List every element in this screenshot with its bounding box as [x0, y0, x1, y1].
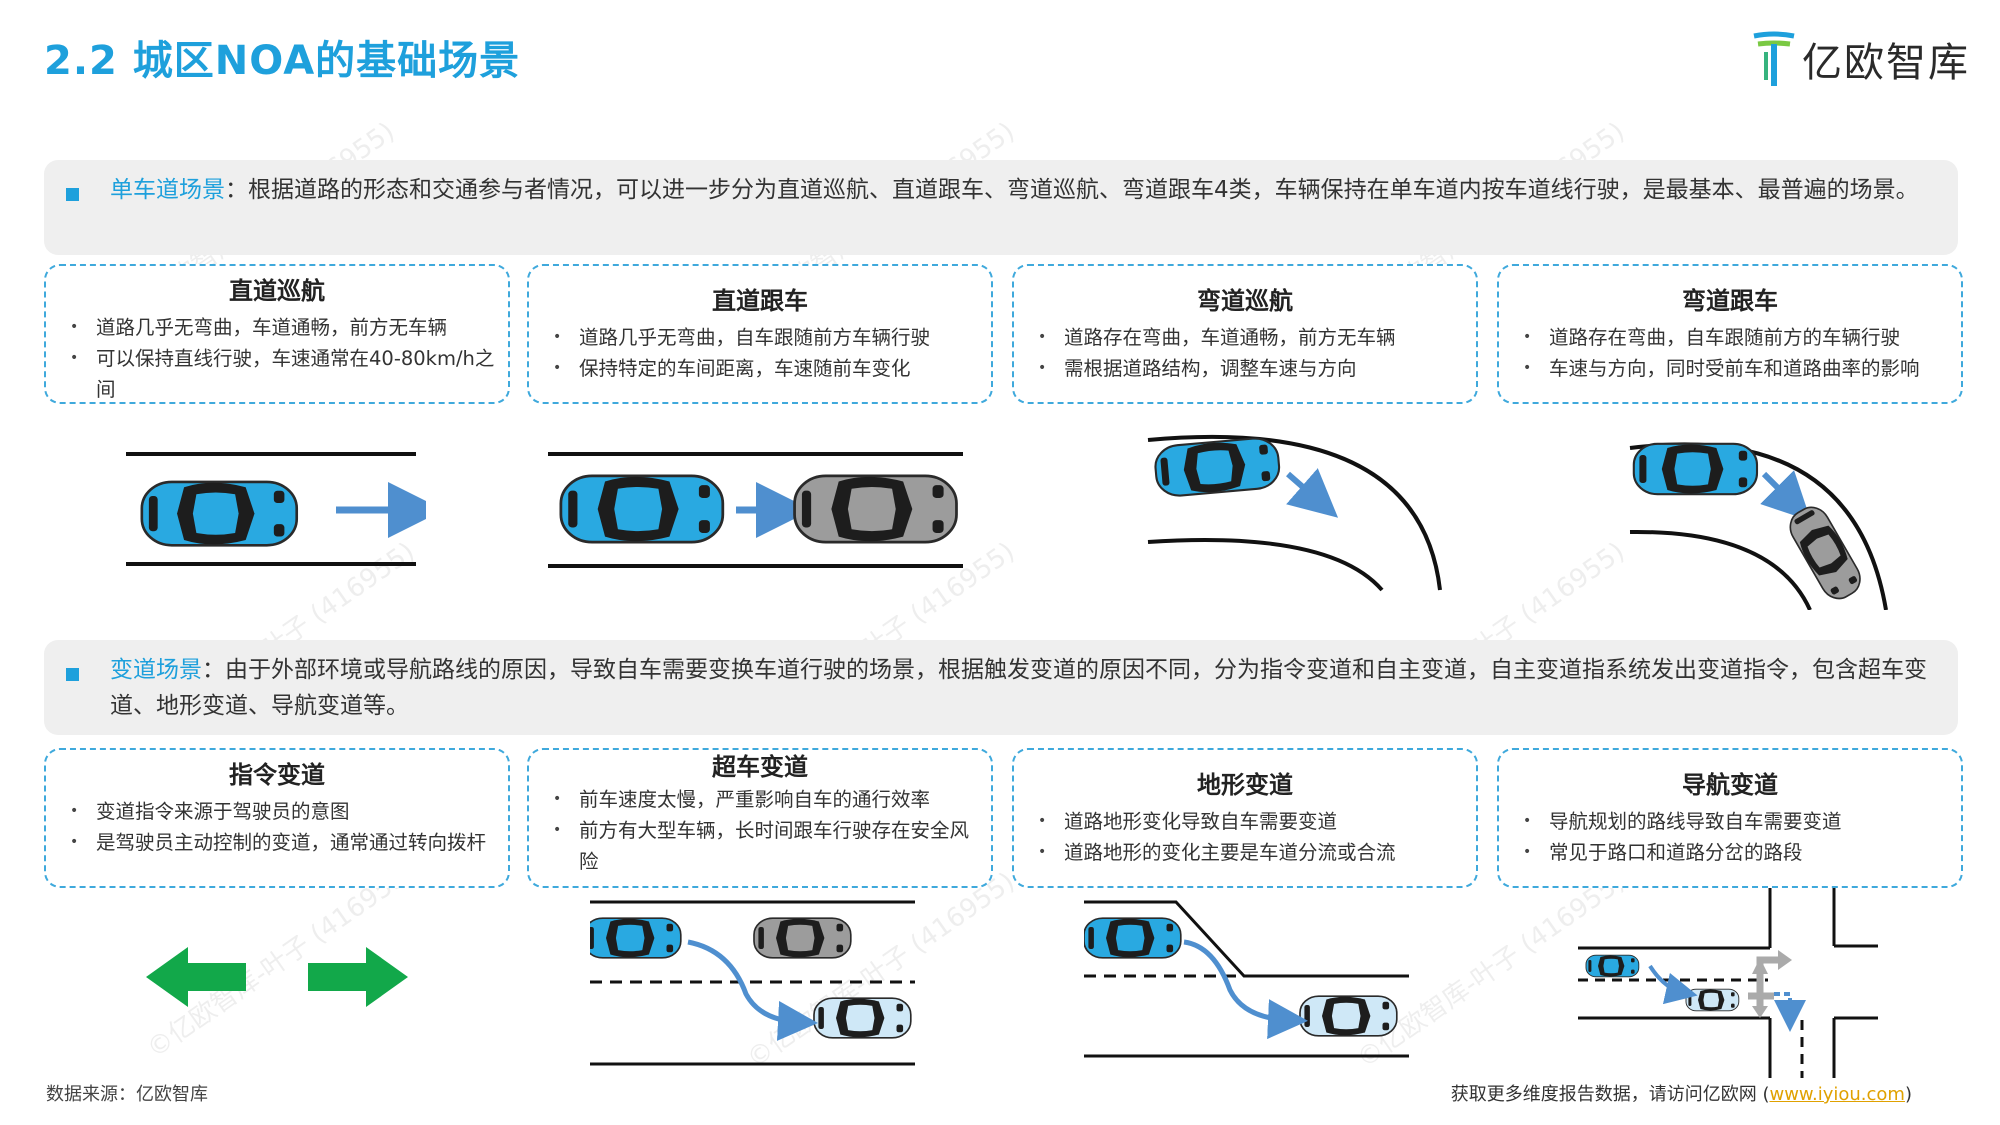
bullet-item: 道路几乎无弯曲，车道通畅，前方无车辆	[70, 312, 496, 343]
bullet-item: 车速与方向，同时受前车和道路曲率的影响	[1523, 353, 1949, 384]
card-title: 弯道巡航	[1197, 287, 1293, 315]
navigation-change-illustration	[1578, 888, 1878, 1078]
command-change-illustration	[146, 947, 408, 1007]
bullet-item: 需根据道路结构，调整车速与方向	[1038, 353, 1464, 384]
bullet-item: 前车速度太慢，严重影响自车的通行效率	[553, 784, 979, 815]
terrain-change-illustration	[1084, 900, 1409, 1058]
card-title: 导航变道	[1682, 771, 1778, 799]
bullet-item: 可以保持直线行驶，车速通常在40-80km/h之间	[70, 343, 496, 405]
bullet-item: 变道指令来源于驾驶员的意图	[70, 796, 496, 827]
logo-text: 亿欧智库	[1802, 40, 1970, 86]
bullet-item: 前方有大型车辆，长时间跟车行驶存在安全风险	[553, 815, 979, 877]
card-bullets: 导航规划的路线导致自车需要变道 常见于路口和道路分岔的路段	[1499, 806, 1961, 868]
card-title: 直道跟车	[712, 287, 808, 315]
bullet-item: 常见于路口和道路分岔的路段	[1523, 837, 1949, 868]
card-curve-follow: 弯道跟车 道路存在弯曲，自车跟随前方的车辆行驶 车速与方向，同时受前车和道路曲率…	[1497, 264, 1963, 404]
lane-change-summary: 变道场景：由于外部环境或导航路线的原因，导致自车需要变换车道行驶的场景，根据触发…	[44, 640, 1958, 735]
curve-follow-illustration	[1629, 442, 1888, 610]
left-arrow-icon	[146, 947, 246, 1007]
overtake-change-illustration	[590, 900, 915, 1066]
lane-change-keyword: 变道场景	[110, 657, 202, 683]
card-terrain-change: 地形变道 道路地形变化导致自车需要变道 道路地形的变化主要是车道分流或合流	[1012, 748, 1478, 888]
card-bullets: 道路存在弯曲，车道通畅，前方无车辆 需根据道路结构，调整车速与方向	[1014, 322, 1476, 384]
card-bullets: 道路几乎无弯曲，自车跟随前方车辆行驶 保持特定的车间距离，车速随前车变化	[529, 322, 991, 384]
card-bullets: 前车速度太慢，严重影响自车的通行效率 前方有大型车辆，长时间跟车行驶存在安全风险	[529, 784, 991, 877]
card-straight-cruise: 直道巡航 道路几乎无弯曲，车道通畅，前方无车辆 可以保持直线行驶，车速通常在40…	[44, 264, 510, 404]
bullet-item: 道路存在弯曲，车道通畅，前方无车辆	[1038, 322, 1464, 353]
curve-cruise-illustration	[1147, 434, 1442, 592]
card-bullets: 变道指令来源于驾驶员的意图 是驾驶员主动控制的变道，通常通过转向拨杆	[46, 796, 508, 858]
card-overtake-change: 超车变道 前车速度太慢，严重影响自车的通行效率 前方有大型车辆，长时间跟车行驶存…	[527, 748, 993, 888]
bullet-item: 是驾驶员主动控制的变道，通常通过转向拨杆	[70, 827, 496, 858]
right-arrow-icon	[308, 947, 408, 1007]
single-lane-summary: 单车道场景：根据道路的形态和交通参与者情况，可以进一步分为直道巡航、直道跟车、弯…	[44, 160, 1958, 255]
footer-more-prefix: 获取更多维度报告数据，请访问亿欧网 (	[1450, 1084, 1770, 1105]
brand-logo: 亿欧智库	[1750, 30, 1970, 88]
iyiou-link[interactable]: www.iyiou.com	[1769, 1084, 1905, 1105]
straight-follow-illustration	[548, 452, 963, 568]
bullet-item: 道路几乎无弯曲，自车跟随前方车辆行驶	[553, 322, 979, 353]
card-title: 超车变道	[712, 753, 808, 781]
straight-cruise-illustration	[126, 452, 426, 566]
single-lane-text: ：根据道路的形态和交通参与者情况，可以进一步分为直道巡航、直道跟车、弯道巡航、弯…	[225, 177, 1919, 203]
card-bullets: 道路地形变化导致自车需要变道 道路地形的变化主要是车道分流或合流	[1014, 806, 1476, 868]
bullet-item: 道路地形的变化主要是车道分流或合流	[1038, 837, 1464, 868]
lane-change-text: ：由于外部环境或导航路线的原因，导致自车需要变换车道行驶的场景，根据触发变道的原…	[110, 657, 1927, 719]
lane-change-description: 变道场景：由于外部环境或导航路线的原因，导致自车需要变换车道行驶的场景，根据触发…	[110, 652, 1936, 724]
single-lane-description: 单车道场景：根据道路的形态和交通参与者情况，可以进一步分为直道巡航、直道跟车、弯…	[110, 172, 1936, 208]
bullet-item: 道路地形变化导致自车需要变道	[1038, 806, 1464, 837]
footer-more-suffix: )	[1904, 1084, 1912, 1105]
card-title: 弯道跟车	[1682, 287, 1778, 315]
data-source: 数据来源：亿欧智库	[46, 1084, 208, 1105]
card-title: 指令变道	[229, 761, 325, 789]
card-command-change: 指令变道 变道指令来源于驾驶员的意图 是驾驶员主动控制的变道，通常通过转向拨杆	[44, 748, 510, 888]
section-bullet-icon	[66, 668, 79, 681]
card-straight-follow: 直道跟车 道路几乎无弯曲，自车跟随前方车辆行驶 保持特定的车间距离，车速随前车变…	[527, 264, 993, 404]
card-title: 直道巡航	[229, 277, 325, 305]
page-title: 2.2 城区NOA的基础场景	[44, 38, 521, 84]
section-bullet-icon	[66, 188, 79, 201]
card-bullets: 道路存在弯曲，自车跟随前方的车辆行驶 车速与方向，同时受前车和道路曲率的影响	[1499, 322, 1961, 384]
logo-mark-icon	[1753, 31, 1795, 86]
single-lane-keyword: 单车道场景	[110, 177, 225, 203]
footer-more-info: 获取更多维度报告数据，请访问亿欧网 (www.iyiou.com)	[1451, 1080, 1912, 1106]
bullet-item: 道路存在弯曲，自车跟随前方的车辆行驶	[1523, 322, 1949, 353]
bullet-item: 导航规划的路线导致自车需要变道	[1523, 806, 1949, 837]
card-bullets: 道路几乎无弯曲，车道通畅，前方无车辆 可以保持直线行驶，车速通常在40-80km…	[46, 312, 508, 405]
card-navigation-change: 导航变道 导航规划的路线导致自车需要变道 常见于路口和道路分岔的路段	[1497, 748, 1963, 888]
card-title: 地形变道	[1197, 771, 1293, 799]
bullet-item: 保持特定的车间距离，车速随前车变化	[553, 353, 979, 384]
card-curve-cruise: 弯道巡航 道路存在弯曲，车道通畅，前方无车辆 需根据道路结构，调整车速与方向	[1012, 264, 1478, 404]
